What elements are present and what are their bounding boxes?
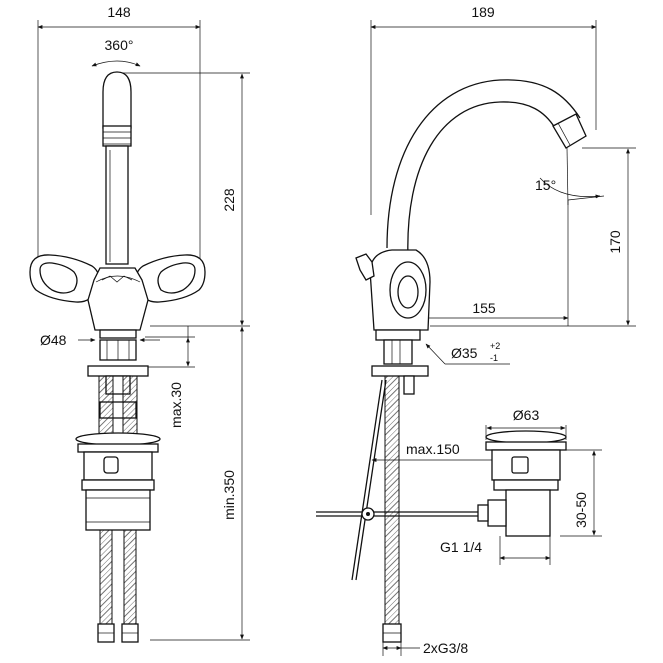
side-view: 189 15° 170 155 <box>316 4 636 656</box>
front-waste <box>75 432 161 531</box>
front-spout <box>102 71 132 265</box>
side-connection-label: 2xG3/8 <box>423 640 468 656</box>
front-hose-label: min.350 <box>221 470 237 520</box>
side-waste <box>477 430 567 537</box>
front-width-dimension: 148 <box>37 4 201 270</box>
side-waste-height-dimension: 30-50 <box>560 449 602 537</box>
side-rod-label: max.150 <box>406 441 460 457</box>
front-height-label: 228 <box>221 188 237 212</box>
front-view: 148 360° 228 <box>29 4 250 643</box>
side-spout <box>386 79 587 259</box>
side-spout-height-label: 170 <box>607 230 623 254</box>
side-mounting <box>371 339 429 395</box>
side-connection-dimension: 2xG3/8 <box>382 636 468 656</box>
front-width-label: 148 <box>107 4 131 20</box>
side-hole-label: Ø35 <box>451 345 478 361</box>
side-hole-tol-minus: -1 <box>490 353 498 363</box>
front-mounting <box>87 339 149 419</box>
front-height-dimension: 228 <box>118 72 250 327</box>
side-waste-diameter-label: Ø63 <box>513 407 540 423</box>
rotation-indicator: 360° <box>91 37 141 67</box>
front-thread-label: max.30 <box>168 382 184 428</box>
side-spout-height-dimension: 170 <box>430 147 636 327</box>
side-angle-label: 15° <box>535 177 556 193</box>
side-width-label: 189 <box>471 4 495 20</box>
front-hoses <box>97 375 139 643</box>
side-waste-thread-dimension: G1 1/4 <box>440 536 551 565</box>
side-lift-rod <box>316 379 490 581</box>
side-hole-dimension: Ø35 +2 -1 <box>425 341 510 365</box>
rotation-label: 360° <box>105 37 134 53</box>
side-width-dimension: 189 <box>370 4 597 215</box>
front-hose-dimension: min.350 <box>150 326 250 641</box>
front-base-diameter-label: Ø48 <box>40 332 67 348</box>
side-body <box>355 249 431 341</box>
side-hole-tol-plus: +2 <box>490 341 500 351</box>
front-base-dimension: Ø48 <box>40 332 160 348</box>
side-hoses <box>382 375 402 643</box>
side-reach-label: 155 <box>472 300 496 316</box>
front-handles <box>29 254 206 303</box>
side-angle-indicator: 15° <box>535 147 605 206</box>
front-thread-dimension: max.30 <box>145 326 195 428</box>
front-body <box>87 267 149 339</box>
side-waste-diameter-dimension: Ø63 <box>485 407 567 440</box>
side-waste-thread-label: G1 1/4 <box>440 539 482 555</box>
side-waste-height-label: 30-50 <box>573 492 589 528</box>
